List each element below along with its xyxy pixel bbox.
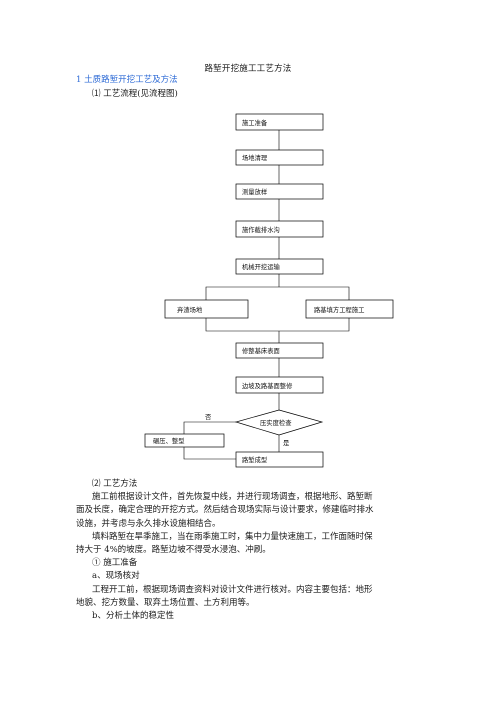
flow-node-roll-shape [144,433,225,448]
edge-label-no: 否 [205,413,212,421]
subsection-heading-process-flow: ⑴ 工艺流程(见流程图) [92,89,178,99]
connector-11-12 [183,447,236,460]
connector-6-merge [205,318,279,332]
connector-7-merge [279,318,350,332]
flow-node-embankment-fill [305,299,394,319]
list-item-soil-stability: b、分析土体的稳定性 [92,611,174,622]
flow-node-spoil-site [164,299,249,319]
flow-decision-compaction-check [234,409,324,436]
subsection-heading-methods: ⑵ 工艺方法 [92,479,138,489]
edge-label-yes: 是 [283,439,290,447]
flow-node-cutting-formed [235,451,324,468]
list-item-site-verification: a、现场核对 [92,571,140,582]
flow-node-trim-bed-surface-label: 修整基床表面 [242,346,280,355]
flow-node-mechanical-excavation [235,258,324,275]
flow-node-roll-shape-label: 碾压、整型 [153,436,184,445]
flow-node-survey-staking-label: 测量放样 [242,187,267,196]
flow-node-trim-bed-surface [235,342,324,359]
flow-node-embankment-fill-label: 路基填方工程施工 [314,305,364,314]
flow-node-drainage-ditch [235,220,324,238]
flow-node-site-clearing [235,149,324,166]
connector-split-6 [205,286,279,300]
list-item-construction-prep: ① 施工准备 [92,558,138,569]
document-title: 路堑开挖施工工艺方法 [204,64,292,74]
flow-decision-compaction-check-label: 压实度检查 [260,418,292,427]
flow-node-mechanical-excavation-label: 机械开挖运输 [242,262,280,271]
paragraph-line: 施工前根据设计文件，首先恢复中线，并进行现场调查，根据地形、路堑断 [92,492,373,503]
paragraph-line: 面及长度，确定合理的开挖方式。然后结合现场实际与设计要求，修建临时排水 [76,505,374,516]
flow-node-construction-prep [235,113,324,131]
flow-node-drainage-ditch-label: 施作截排水沟 [242,225,280,234]
flow-node-cutting-formed-label: 路堑成型 [242,455,267,464]
paragraph-line: 持大于 4%的坡度。路堑边坡不得受水浸泡、冲刷。 [76,545,271,556]
section-heading: 1 土质路堑开挖工艺及方法 [76,75,178,85]
document-body: ⑵ 工艺方法 施工前根据设计文件，首先恢复中线，并进行现场调查，根据地形、路堑断… [76,478,422,623]
flow-node-construction-prep-label: 施工准备 [242,118,268,127]
paragraph-line: 设施，并考虑与永久排水设施相结合。 [76,518,221,529]
flow-node-site-clearing-label: 场地清理 [242,153,268,162]
paragraph-line: 填料路堑在旱季施工，当在雨季施工时，集中力量快速施工，工作面随时保 [92,531,373,542]
flow-node-spoil-site-label: 弃渣场地 [177,305,203,314]
flow-node-survey-staking [235,183,324,200]
paragraph-line: 工程开工前，根据现场调查资料对设计文件进行核对。内容主要包括：地形 [92,584,373,595]
flow-node-slope-surface-trimming-label: 边坡及路基面整修 [242,381,293,390]
paragraph-line: 地貌、挖方数量、取弃土场位置、土方利用等。 [76,597,255,608]
connector-split-7 [279,286,350,300]
flow-node-slope-surface-trimming [235,376,324,394]
connector-10-no [183,421,236,434]
